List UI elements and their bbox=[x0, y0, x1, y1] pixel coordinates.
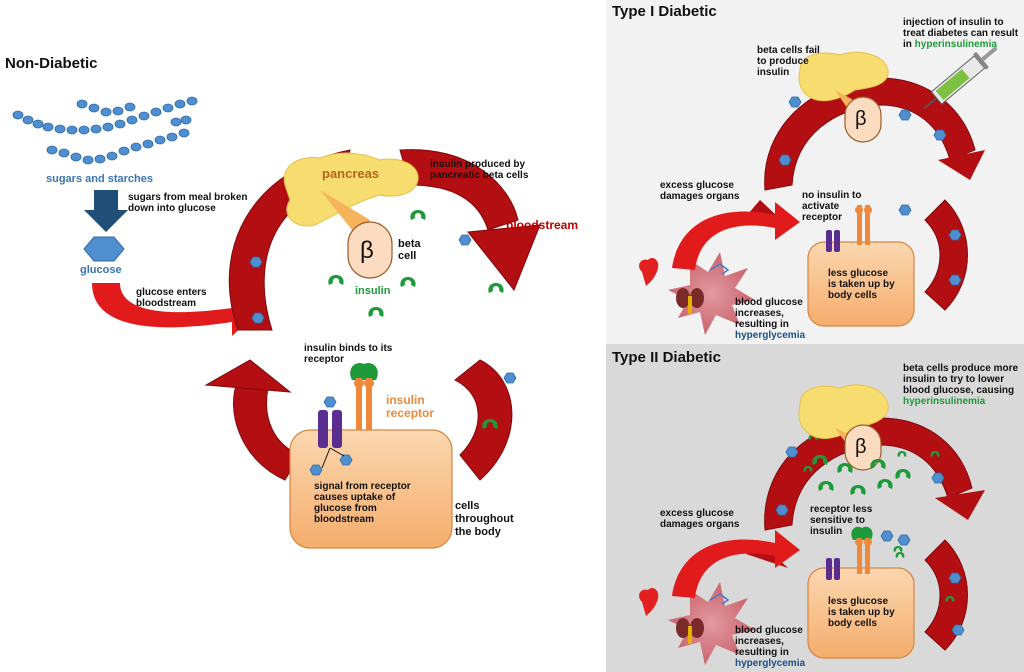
glucose-enters-label: glucose enters bloodstream bbox=[136, 287, 207, 309]
type1-injection-label: injection of insulin to treat diabetes c… bbox=[903, 6, 1018, 50]
type2-bg-increase-text: blood glucose increases, resulting in bbox=[735, 625, 803, 658]
type2-title: Type II Diabetic bbox=[612, 349, 721, 366]
insulin-receptor-shape bbox=[350, 362, 378, 430]
type1-bg-increase-label: blood glucose increases, resulting in hy… bbox=[735, 286, 805, 341]
type1-beta-symbol: β bbox=[855, 108, 867, 130]
type1-pancreas bbox=[798, 51, 889, 143]
type2-less-sensitive-label: receptor less sensitive to insulin bbox=[810, 504, 873, 537]
non-diabetic-title: Non-Diabetic bbox=[5, 55, 98, 72]
beta-symbol: β bbox=[360, 237, 374, 264]
type1-beta-fail-label: beta cells fail to produce insulin bbox=[757, 45, 820, 78]
type1-bg-increase-text: blood glucose increases, resulting in bbox=[735, 297, 803, 330]
type1-injection-text: injection of insulin to treat diabetes c… bbox=[903, 17, 1019, 50]
type2-cell bbox=[807, 526, 915, 659]
type2-beta-symbol: β bbox=[855, 436, 867, 458]
insulin-binds-label: insulin binds to its receptor bbox=[304, 343, 393, 365]
beta-cell-shape bbox=[347, 221, 393, 279]
insulin-label: insulin bbox=[355, 285, 391, 297]
glucose-molecule bbox=[83, 236, 125, 262]
type1-red-arrow bbox=[672, 202, 800, 270]
cells-throughout-label: cells throughout the body bbox=[455, 500, 514, 538]
glucose-entry-arrow bbox=[92, 283, 258, 336]
glucose-label: glucose bbox=[80, 264, 122, 276]
type2-hyperinsulinemia: hyperinsulinemia bbox=[903, 396, 986, 407]
type1-less-glucose-label: less glucose is taken up by body cells bbox=[828, 268, 895, 301]
glucose-channel-shape bbox=[309, 396, 353, 476]
type2-red-arrow bbox=[672, 530, 800, 598]
bloodstream-ring bbox=[204, 149, 541, 481]
type1-bloodstream bbox=[748, 77, 985, 311]
type1-syringe bbox=[923, 46, 998, 110]
type1-hyperglycemia: hyperglycemia bbox=[735, 330, 806, 341]
type1-hyperinsulinemia: hyperinsulinemia bbox=[914, 39, 997, 50]
type1-excess-label: excess glucose damages organs bbox=[660, 180, 740, 202]
type2-organ-burst bbox=[639, 582, 755, 665]
type2-beta-more-label: beta cells produce more insulin to try t… bbox=[903, 352, 1018, 407]
bloodstream-label: bloodstream bbox=[506, 218, 579, 232]
type1-no-insulin-label: no insulin to activate receptor bbox=[802, 190, 862, 223]
type2-beta-more-text: beta cells produce more insulin to try t… bbox=[903, 363, 1019, 396]
insulin-produced-label: insulin produced by pancreatic beta cell… bbox=[430, 159, 529, 181]
type2-excess-label: excess glucose damages organs bbox=[660, 508, 740, 530]
insulin-receptor-label: insulin receptor bbox=[386, 393, 435, 420]
type2-hyperglycemia: hyperglycemia bbox=[735, 658, 806, 669]
type1-title: Type I Diabetic bbox=[612, 3, 717, 20]
sugars-starches-label: sugars and starches bbox=[46, 173, 153, 185]
beta-cell-label: beta cell bbox=[398, 238, 421, 262]
type1-cell bbox=[807, 205, 915, 327]
signal-uptake-label: signal from receptor causes uptake of gl… bbox=[314, 481, 411, 525]
type1-organ-burst bbox=[639, 252, 755, 335]
type2-bg-increase-label: blood glucose increases, resulting in hy… bbox=[735, 614, 805, 669]
starch-chains bbox=[12, 96, 198, 165]
type2-less-glucose-label: less glucose is taken up by body cells bbox=[828, 596, 895, 629]
meal-broken-label: sugars from meal broken down into glucos… bbox=[128, 192, 248, 214]
digestion-arrow bbox=[84, 190, 128, 232]
pancreas-label: pancreas bbox=[322, 166, 380, 181]
type2-pancreas bbox=[798, 384, 889, 471]
